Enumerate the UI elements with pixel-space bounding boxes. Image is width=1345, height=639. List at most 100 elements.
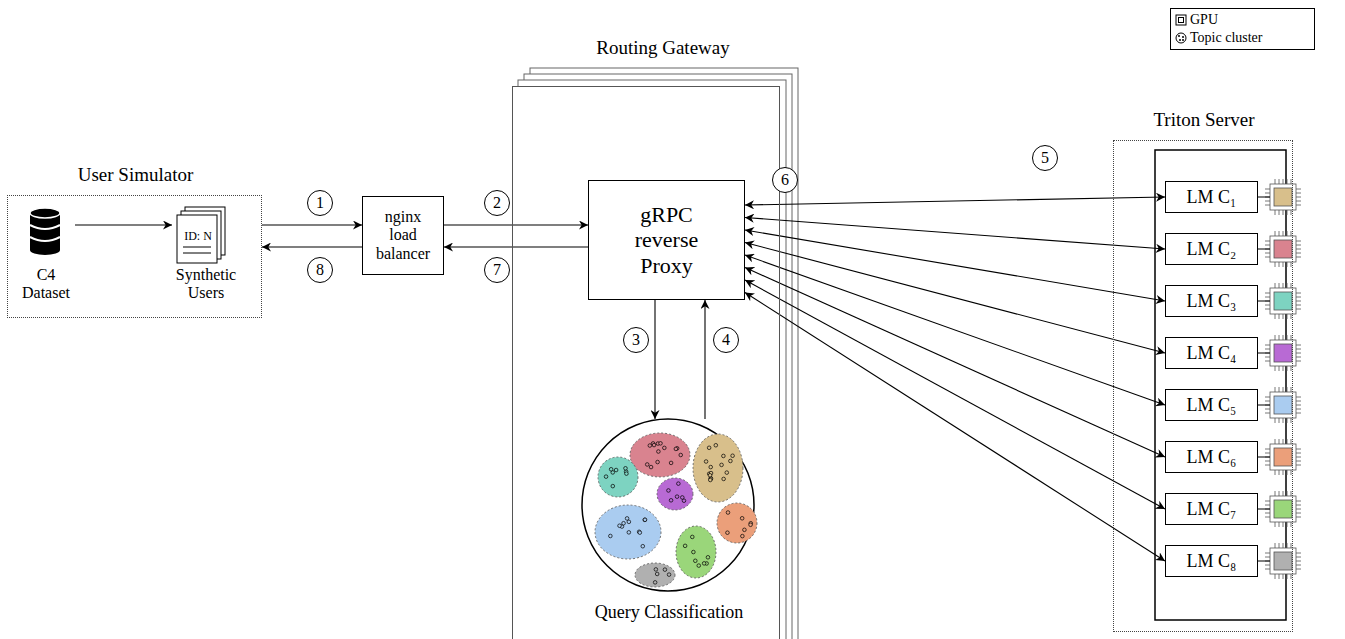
node-heading: C4 Dataset (16, 266, 76, 303)
shape-line (1287, 335, 1288, 340)
gateway-panel: Routing GatewaygRPC reverse ProxyQuery C… (512, 86, 780, 639)
shape-line (1265, 557, 1270, 558)
shape-line (1296, 569, 1301, 570)
connector-arrow (745, 268, 1165, 458)
shape-line (1279, 470, 1280, 475)
shape-line (1275, 574, 1276, 579)
shape-line (1258, 197, 1270, 198)
node-label: LM C₁ (1187, 187, 1237, 208)
shape-line (1296, 345, 1301, 346)
callout-text: 3 (632, 331, 640, 349)
shape-line (1275, 366, 1276, 371)
shape-circle (669, 499, 673, 503)
legend-row: Topic cluster (1175, 29, 1310, 47)
connector-arrow (444, 224, 588, 225)
model-box: LM C₈ (1165, 545, 1258, 577)
shape-line (1283, 574, 1284, 579)
shape-line (1283, 439, 1284, 444)
connector-arrow (745, 230, 1165, 301)
shape-line (1287, 574, 1288, 579)
simulator-region: User SimulatorC4 DatasetID: NSynthetic U… (7, 195, 262, 318)
shape-line (1265, 257, 1270, 258)
shape-ellipse (657, 478, 693, 510)
connector-arrow (745, 218, 1165, 250)
shape-circle (655, 572, 659, 576)
shape-line (1291, 439, 1292, 444)
classification-node: Query Classification (582, 419, 754, 591)
shape-line (1279, 522, 1280, 527)
shape-line (1283, 210, 1284, 215)
shape-line (1275, 283, 1276, 288)
shape-circle (609, 534, 613, 538)
shape-circle (694, 559, 698, 563)
shape-circle (654, 568, 658, 572)
shape-line (1296, 517, 1301, 518)
shape-line (1275, 387, 1276, 392)
proxy-box: gRPC reverse Proxy (588, 180, 745, 300)
dataset-node: C4 Dataset (15, 205, 75, 300)
shape-line (1296, 353, 1301, 354)
model-box: LM C₂ (1165, 233, 1258, 265)
shape-circle (609, 467, 613, 471)
shape-rect (1274, 552, 1292, 570)
shape-circle (637, 530, 641, 534)
shape-circle (708, 473, 712, 477)
shape-line (1265, 569, 1270, 570)
shape-line (1296, 361, 1301, 362)
connector-arrow (745, 197, 1165, 205)
shape-rect (1274, 396, 1292, 414)
shape-line (1287, 439, 1288, 444)
shape-line (1275, 179, 1276, 184)
shape-ellipse (717, 503, 757, 543)
shape-line (1283, 366, 1284, 371)
connector-arrow (444, 246, 588, 247)
shape-line (1296, 413, 1301, 414)
callout-text: 2 (493, 194, 501, 212)
shape-line (1265, 201, 1270, 202)
callout-text: 1 (316, 194, 324, 212)
shape-rect (1274, 448, 1292, 466)
shape-circle (649, 465, 653, 469)
shape-line (1279, 231, 1280, 236)
shape-rect (1274, 344, 1292, 362)
shape-circle (720, 463, 724, 467)
shape-line (1279, 491, 1280, 496)
shape-line (1296, 309, 1301, 310)
load-balancer-box: nginx load balancer (362, 196, 444, 275)
shape-line (1296, 453, 1301, 454)
shape-line (1265, 293, 1270, 294)
shape-circle (683, 544, 687, 548)
gateway-panel-front (512, 86, 780, 639)
shape-circle (638, 531, 642, 535)
shape-line (183, 247, 211, 248)
shape-rect (1274, 500, 1292, 518)
node-label: nginx load balancer (371, 208, 435, 263)
callout-number: 7 (484, 257, 510, 283)
shape-line (1296, 249, 1301, 250)
shape-g (1265, 179, 1301, 215)
shape-circle (643, 518, 647, 522)
shape-g (1265, 335, 1301, 371)
shape-circle (1178, 35, 1180, 37)
shape-g (1265, 439, 1301, 475)
shape-ellipse (635, 563, 675, 587)
shape-circle (614, 468, 618, 472)
shape-line (1291, 522, 1292, 527)
shape-line (183, 253, 211, 254)
node-heading: Triton Server (1114, 109, 1294, 131)
node-label: LM C₇ (1187, 499, 1237, 520)
shape-line (1296, 189, 1301, 190)
node-label: Synthetic Users (167, 266, 245, 303)
connector-arrow (745, 243, 1165, 354)
database-icon (30, 208, 60, 255)
shape-line (1287, 491, 1288, 496)
model-box: LM C₁ (1165, 181, 1258, 213)
connector-arrow (75, 224, 172, 225)
shape-circle (645, 463, 649, 467)
shape-line (1296, 293, 1301, 294)
callout-text: 7 (493, 261, 501, 279)
shape-circle (611, 484, 615, 488)
shape-line (1275, 522, 1276, 527)
